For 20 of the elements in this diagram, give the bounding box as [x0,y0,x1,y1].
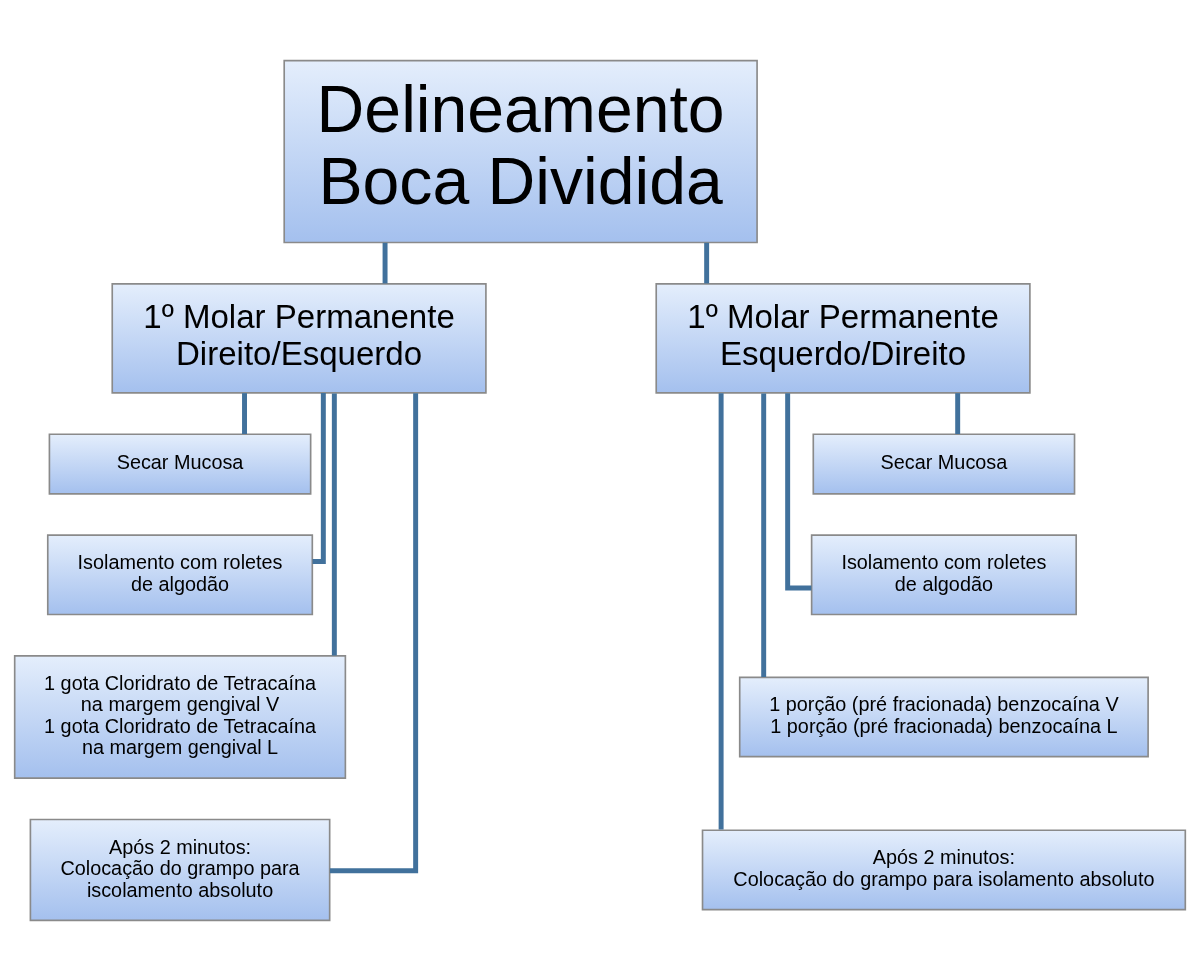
connector [718,392,724,830]
node-box: 1 porção (pré fracionada) benzocaína V 1 porção (pré fracionada) benzocaína L [738,676,1149,758]
node-box: 1º Molar Permanente Direito/Esquerdo [111,282,487,394]
node-box: Após 2 minutos: Colocação do grampo para isolamento absoluto [701,828,1187,910]
connector [761,392,767,677]
connector [704,242,710,283]
node-box: Isolamento com roletes de algodão [46,533,314,615]
connector [955,392,961,434]
node-box: Secar Mucosa [48,432,312,495]
node-box: 1º Molar Permanente Esquerdo/Direito [655,282,1031,394]
connector [331,392,337,656]
node-box: 1 gota Cloridrato de Tetracaína na margem gengival V 1 gota Cloridrato de Tetracaína na margem gengival L [13,654,347,779]
node-box: Após 2 minutos: Colocação do grampo para iscolamento absoluto [29,818,331,921]
connector [312,392,326,564]
connector [242,392,247,434]
connector [329,392,419,873]
node-box: Isolamento com roletes de algodão [810,533,1077,615]
node-box: Delineamento Boca Dividida [283,59,758,243]
connector [382,242,388,283]
node-box: Secar Mucosa [812,432,1076,495]
